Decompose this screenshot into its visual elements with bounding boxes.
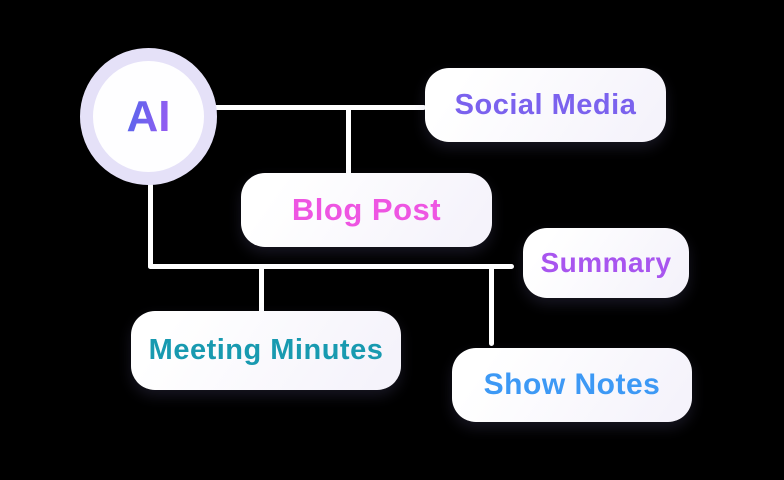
connector-to-blog-post xyxy=(346,105,351,177)
node-meeting-minutes: Meeting Minutes xyxy=(131,311,401,390)
connector-bottom-bus xyxy=(148,264,514,269)
connector-ai-to-social-media xyxy=(214,105,426,110)
connector-ai-down xyxy=(148,183,153,269)
node-summary: Summary xyxy=(523,228,689,298)
node-social-media: Social Media xyxy=(425,68,666,142)
connector-to-show-notes xyxy=(489,264,494,346)
connector-to-meeting-minutes xyxy=(259,264,264,314)
node-blog-post-label: Blog Post xyxy=(291,192,442,227)
ai-root-node: AI xyxy=(80,48,217,185)
node-meeting-minutes-label: Meeting Minutes xyxy=(148,334,384,366)
node-social-media-label: Social Media xyxy=(454,88,637,121)
ai-root-label: AI xyxy=(126,91,171,141)
node-summary-label: Summary xyxy=(540,247,672,278)
node-show-notes-label: Show Notes xyxy=(483,368,661,401)
node-show-notes: Show Notes xyxy=(452,348,692,422)
node-blog-post: Blog Post xyxy=(241,173,492,247)
